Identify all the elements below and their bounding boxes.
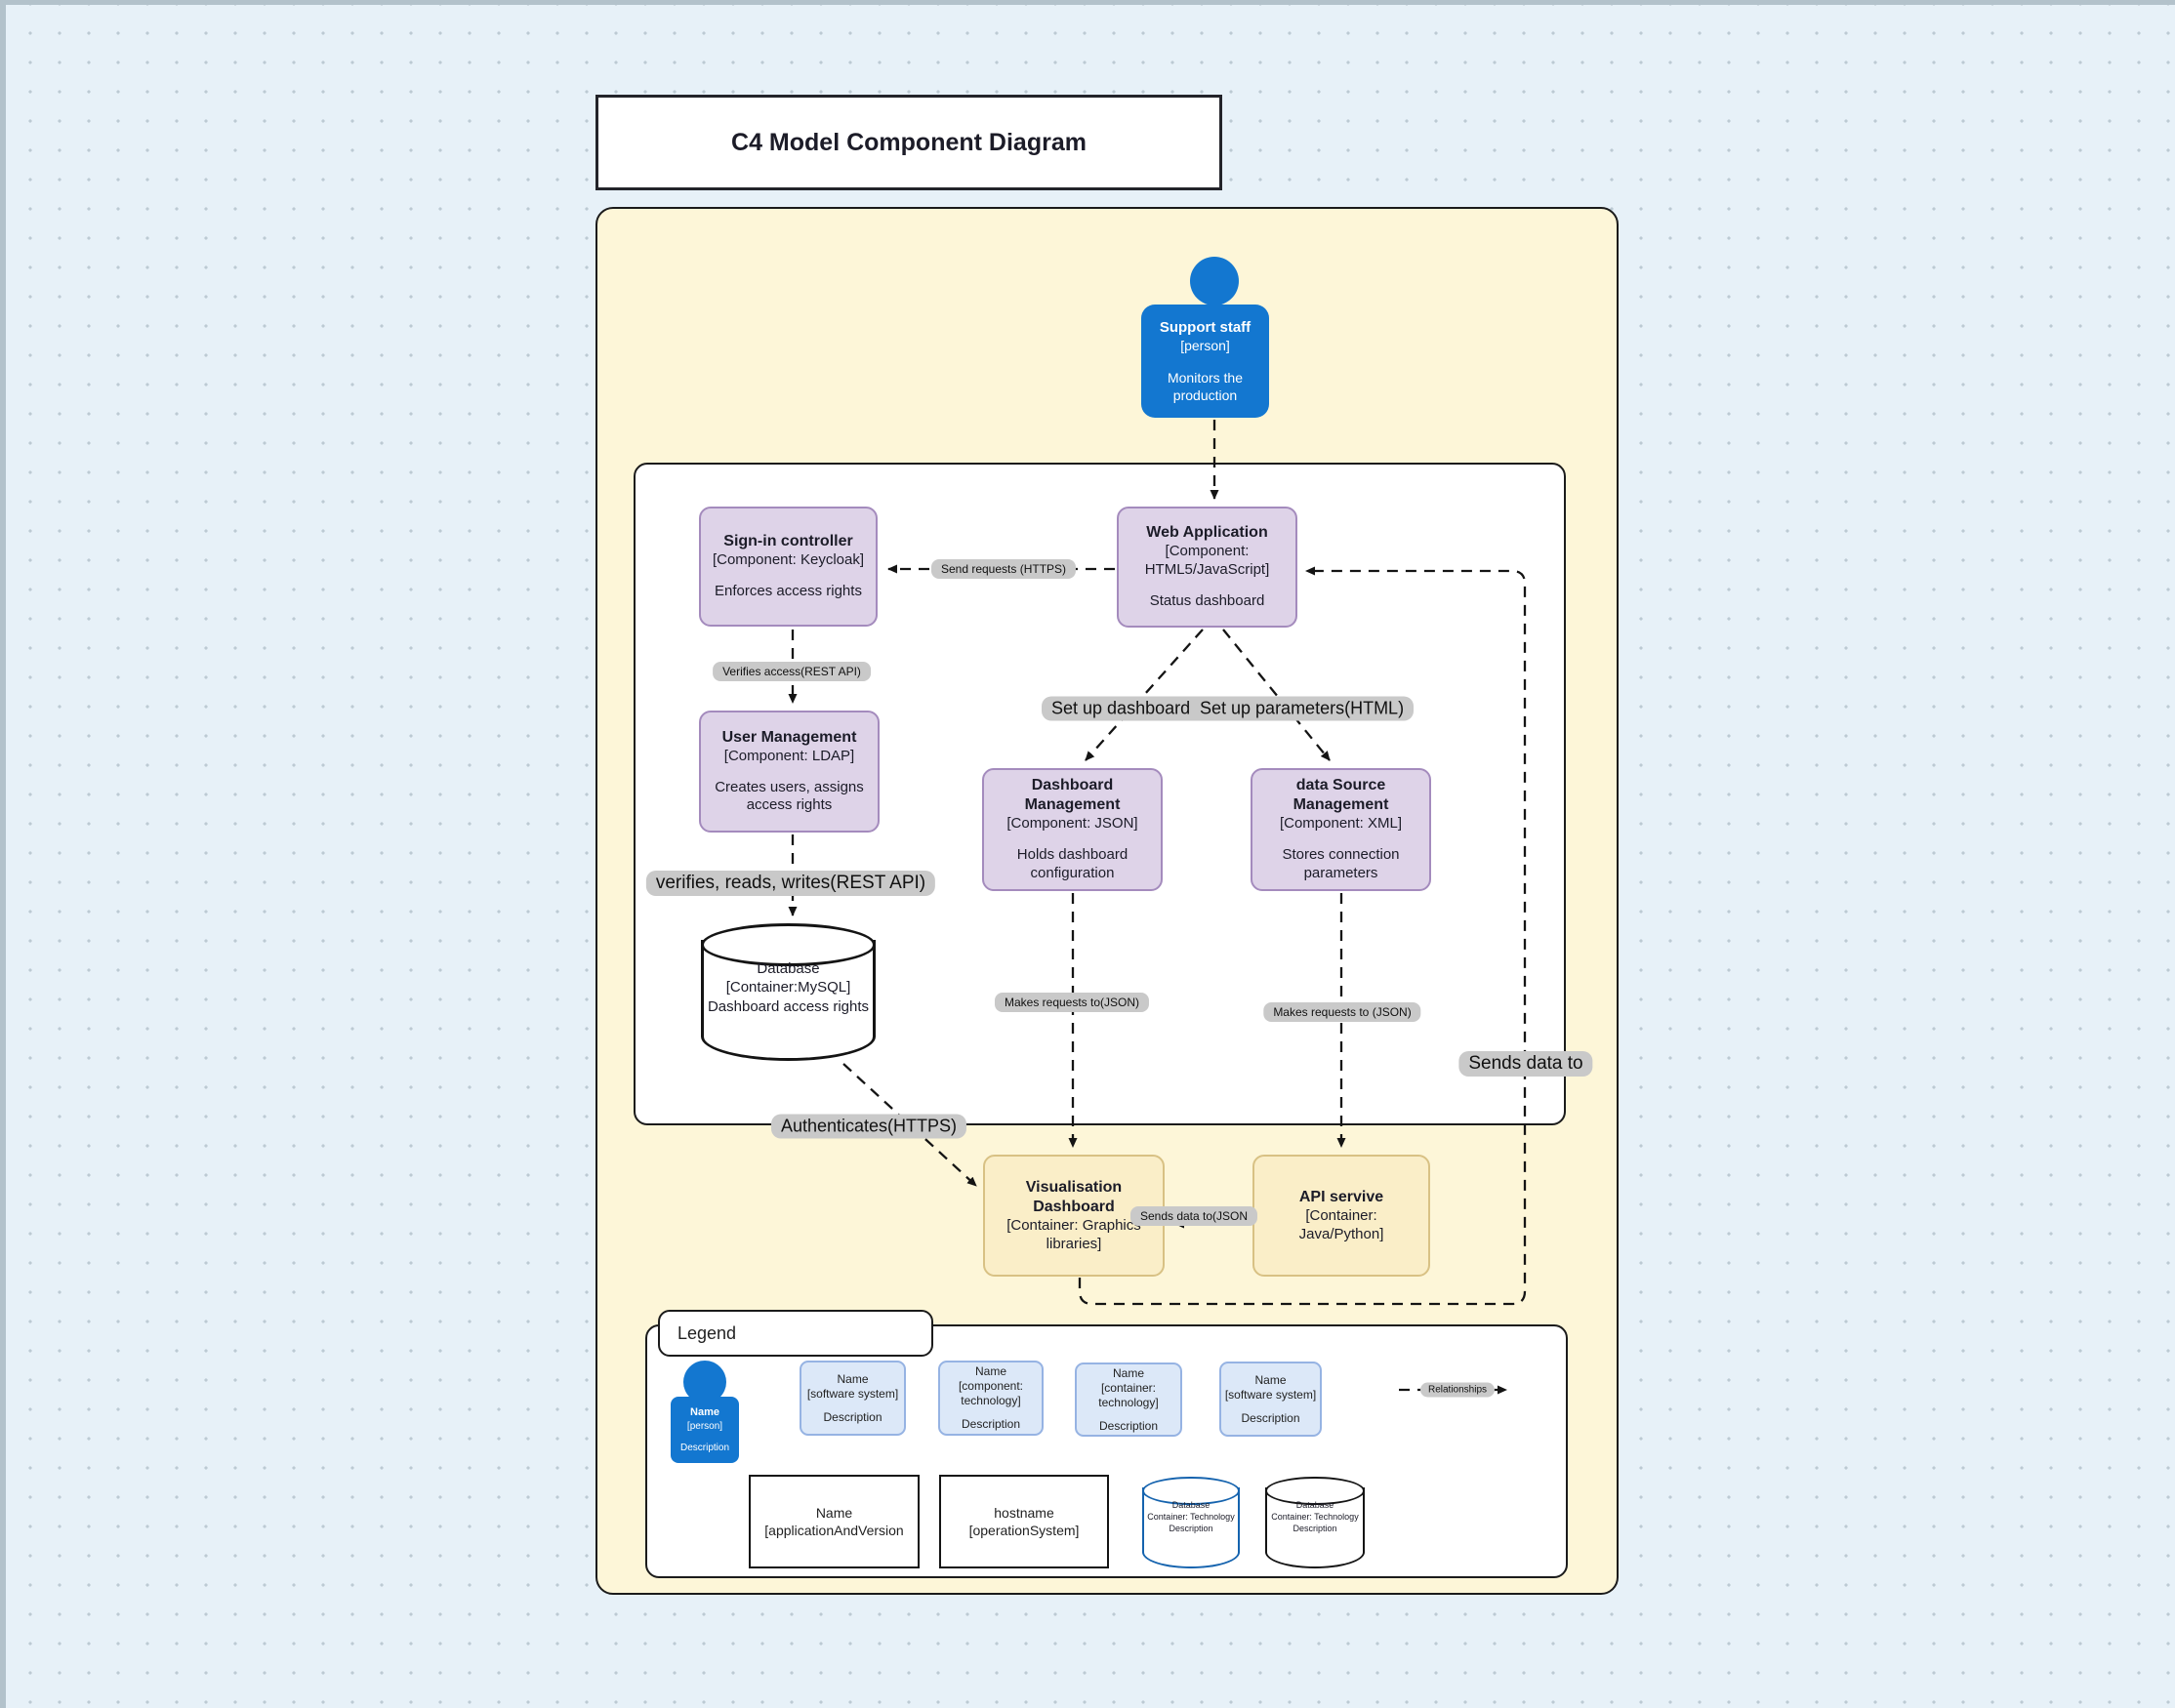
edge-label-makes-requests-json[interactable]: Makes requests to(JSON) bbox=[994, 993, 1150, 1012]
component-description: Stores connection parameters bbox=[1282, 846, 1400, 881]
edge-label-makes-requests-json-2[interactable]: Makes requests to (JSON) bbox=[1263, 1002, 1421, 1022]
legend-component[interactable]: Name [component: technology] Description bbox=[938, 1361, 1044, 1436]
legend-item-description: Description bbox=[823, 1409, 882, 1424]
component-type: [Component: HTML5/JavaScript] bbox=[1144, 543, 1270, 579]
component-name: Dashboard Management bbox=[1024, 777, 1121, 814]
container-name: Visualisation Dashboard bbox=[1025, 1178, 1123, 1215]
legend-node-type: [applicationAndVersion bbox=[764, 1523, 904, 1538]
edge-label-send-requests[interactable]: Send requests (HTTPS) bbox=[930, 559, 1077, 579]
component-description: Status dashboard bbox=[1149, 591, 1265, 609]
person-name: Support staff bbox=[1159, 318, 1252, 336]
component-name: User Management bbox=[721, 728, 857, 746]
legend-item-name: Name bbox=[837, 1371, 869, 1386]
database-cylinder-top bbox=[701, 923, 876, 967]
legend-item-type: [software system] bbox=[806, 1386, 899, 1401]
legend-item-type: [software system] bbox=[1224, 1387, 1317, 1402]
legend-person[interactable]: Name [person] Description bbox=[671, 1397, 739, 1463]
legend-db-name: Database bbox=[1295, 1499, 1334, 1510]
legend-item-name: Name bbox=[1112, 1365, 1144, 1380]
database-label: Database [Container:MySQL] Dashboard acc… bbox=[705, 959, 872, 1017]
component-name: data Source Management bbox=[1293, 777, 1389, 814]
legend-label-relationships[interactable]: Relationships bbox=[1419, 1382, 1496, 1398]
person-icon[interactable] bbox=[1190, 257, 1239, 305]
legend-item-description: Description bbox=[1098, 1418, 1159, 1433]
legend-person-type: [person] bbox=[686, 1420, 723, 1432]
edge-label-sends-data-to[interactable]: Sends data to bbox=[1458, 1051, 1593, 1077]
database-name: Database bbox=[757, 959, 820, 977]
container-api-service[interactable]: API servive [Container: Java/Python] bbox=[1252, 1155, 1430, 1277]
component-type: [Component: Keycloak] bbox=[712, 551, 865, 569]
component-web-application[interactable]: Web Application [Component: HTML5/JavaSc… bbox=[1117, 507, 1297, 628]
legend-node-name: hostname bbox=[994, 1504, 1054, 1521]
edge-label-sends-data-to-json[interactable]: Sends data to(JSON bbox=[1129, 1206, 1258, 1226]
legend-person-description: Description bbox=[679, 1442, 730, 1453]
legend-cylinder-top bbox=[1265, 1477, 1365, 1506]
legend-node-name: Name bbox=[815, 1504, 853, 1521]
database-type: [Container:MySQL] bbox=[725, 979, 851, 996]
person-support-staff[interactable]: Support staff [person] Monitors the prod… bbox=[1141, 305, 1269, 418]
legend-db-type: Container: Technology bbox=[1271, 1511, 1359, 1522]
container-type: [Container: Java/Python] bbox=[1298, 1206, 1384, 1242]
component-type: [Component: LDAP] bbox=[723, 747, 855, 764]
legend-node-type: [operationSystem] bbox=[968, 1523, 1080, 1538]
legend-person-icon[interactable] bbox=[683, 1361, 726, 1403]
container-type: [Container: Graphics libraries] bbox=[1006, 1216, 1141, 1252]
legend-db-type: Container: Technology bbox=[1147, 1511, 1235, 1522]
component-description: Holds dashboard configuration bbox=[1016, 846, 1129, 881]
legend-item-description: Description bbox=[961, 1417, 1021, 1431]
legend-infrastructure-node[interactable]: hostname [operationSystem] bbox=[939, 1475, 1109, 1568]
legend-database-blue[interactable]: Database Container: Technology Descripti… bbox=[1142, 1477, 1240, 1568]
component-sign-in-controller[interactable]: Sign-in controller [Component: Keycloak]… bbox=[699, 507, 878, 627]
legend-database-black[interactable]: Database Container: Technology Descripti… bbox=[1265, 1477, 1365, 1568]
component-name: Web Application bbox=[1146, 524, 1268, 542]
edge-label-set-up-parameters[interactable]: Set up parameters(HTML) bbox=[1190, 696, 1415, 721]
legend-container[interactable]: Name [container: technology] Description bbox=[1075, 1362, 1182, 1437]
legend-item-name: Name bbox=[1254, 1372, 1287, 1387]
legend-item-type: [component: technology] bbox=[958, 1379, 1024, 1407]
legend-cylinder-top bbox=[1142, 1477, 1240, 1506]
component-name: Sign-in controller bbox=[723, 533, 853, 550]
component-description: Enforces access rights bbox=[715, 583, 862, 599]
legend-tab[interactable]: Legend bbox=[658, 1310, 933, 1357]
legend-item-name: Name bbox=[974, 1364, 1006, 1378]
edge-label-authenticates[interactable]: Authenticates(HTTPS) bbox=[770, 1114, 967, 1139]
diagram-title-box[interactable]: C4 Model Component Diagram bbox=[595, 95, 1222, 190]
legend-db-description: Description bbox=[1169, 1523, 1213, 1533]
legend-item-type: [container: technology] bbox=[1098, 1380, 1159, 1409]
legend-database-label: Database Container: Technology Descripti… bbox=[1269, 1499, 1361, 1534]
edge-label-verifies-reads-writes[interactable]: verifies, reads, writes(REST API) bbox=[645, 871, 936, 896]
legend-item-description: Description bbox=[1241, 1410, 1300, 1425]
component-type: [Component: XML] bbox=[1279, 815, 1403, 833]
legend-software-system[interactable]: Name [software system] Description bbox=[800, 1361, 906, 1436]
legend-db-description: Description bbox=[1293, 1523, 1337, 1533]
person-type: [person] bbox=[1180, 338, 1230, 354]
legend-title: Legend bbox=[677, 1322, 737, 1343]
database-description: Dashboard access rights bbox=[707, 997, 870, 1015]
legend-db-name: Database bbox=[1171, 1499, 1211, 1510]
component-user-management[interactable]: User Management [Component: LDAP] Create… bbox=[699, 711, 880, 833]
legend-software-system-2[interactable]: Name [software system] Description bbox=[1219, 1362, 1322, 1437]
component-dashboard-management[interactable]: Dashboard Management [Component: JSON] H… bbox=[982, 768, 1163, 891]
legend-deployment-node[interactable]: Name [applicationAndVersion bbox=[749, 1475, 920, 1568]
edge-label-verifies-access[interactable]: Verifies access(REST API) bbox=[713, 662, 871, 681]
legend-database-label: Database Container: Technology Descripti… bbox=[1146, 1499, 1236, 1534]
database-node[interactable]: Database [Container:MySQL] Dashboard acc… bbox=[701, 923, 876, 1061]
component-description: Creates users, assigns access rights bbox=[715, 778, 864, 814]
component-data-source-management[interactable]: data Source Management [Component: XML] … bbox=[1251, 768, 1431, 891]
legend-person-name: Name bbox=[690, 1406, 719, 1419]
component-type: [Component: JSON] bbox=[1006, 815, 1138, 833]
container-name: API servive bbox=[1298, 1188, 1384, 1205]
diagram-title: C4 Model Component Diagram bbox=[731, 128, 1087, 156]
person-description: Monitors the production bbox=[1167, 369, 1244, 403]
